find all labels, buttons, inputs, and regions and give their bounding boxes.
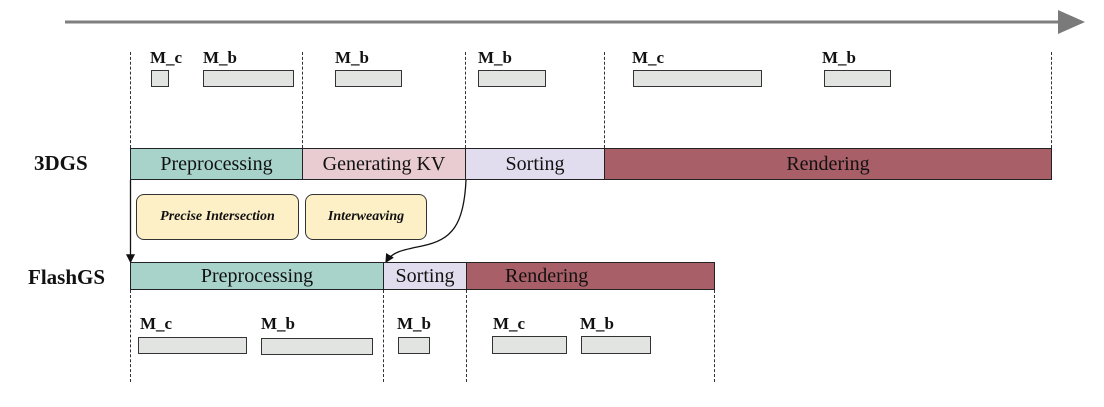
mem-op-label: M_c xyxy=(150,48,183,67)
row-label-3dgs: 3DGS xyxy=(34,151,88,175)
stage-boundary xyxy=(714,290,715,382)
mem-op-label: M_b xyxy=(203,48,237,67)
stage-sorting: Sorting xyxy=(383,262,467,290)
stage-boundary xyxy=(465,52,466,148)
mem-op-bar xyxy=(335,70,402,87)
mem-op-bar xyxy=(203,70,294,87)
stage-preprocessing: Preprocessing xyxy=(130,262,384,290)
mem-op-bar xyxy=(633,70,762,87)
stage-boundary xyxy=(302,52,303,148)
mem-op-bar xyxy=(581,336,651,354)
interweaving-arrow xyxy=(385,179,467,264)
mem-op-label: M_b xyxy=(261,314,295,333)
mem-op-label: M_b xyxy=(397,314,431,333)
stage-generating-kv: Generating KV xyxy=(302,148,466,180)
stage-sorting: Sorting xyxy=(465,148,605,180)
stage-rendering: Rendering xyxy=(604,148,1052,180)
optimization-interweaving: Interweaving xyxy=(305,194,427,240)
stage-boundary xyxy=(466,290,467,382)
mem-op-bar xyxy=(151,70,169,87)
stage-boundary xyxy=(130,52,131,148)
mem-op-label: M_b xyxy=(822,48,856,67)
stage-boundary xyxy=(1051,52,1052,148)
stage-boundary xyxy=(383,290,384,382)
mem-op-bar xyxy=(492,336,567,354)
stage-rendering: Rendering xyxy=(466,262,715,290)
stage-boundary xyxy=(130,290,131,382)
optimization-precise-intersection: Precise Intersection xyxy=(136,194,299,240)
row-label-flashgs: FlashGS xyxy=(28,265,106,289)
mem-op-bar xyxy=(138,337,247,354)
mem-op-label: M_c xyxy=(493,314,526,333)
mem-op-label: M_c xyxy=(632,48,665,67)
mem-op-bar xyxy=(478,70,546,87)
mem-op-label: M_b xyxy=(580,314,614,333)
mem-op-label: M_b xyxy=(478,48,512,67)
mem-op-label: M_b xyxy=(335,48,369,67)
mem-op-bar xyxy=(398,337,430,354)
mem-op-bar xyxy=(824,70,891,87)
mem-op-bar xyxy=(261,338,373,355)
mem-op-label: M_c xyxy=(140,314,173,333)
stage-preprocessing: Preprocessing xyxy=(130,148,303,180)
stage-boundary xyxy=(604,52,605,148)
